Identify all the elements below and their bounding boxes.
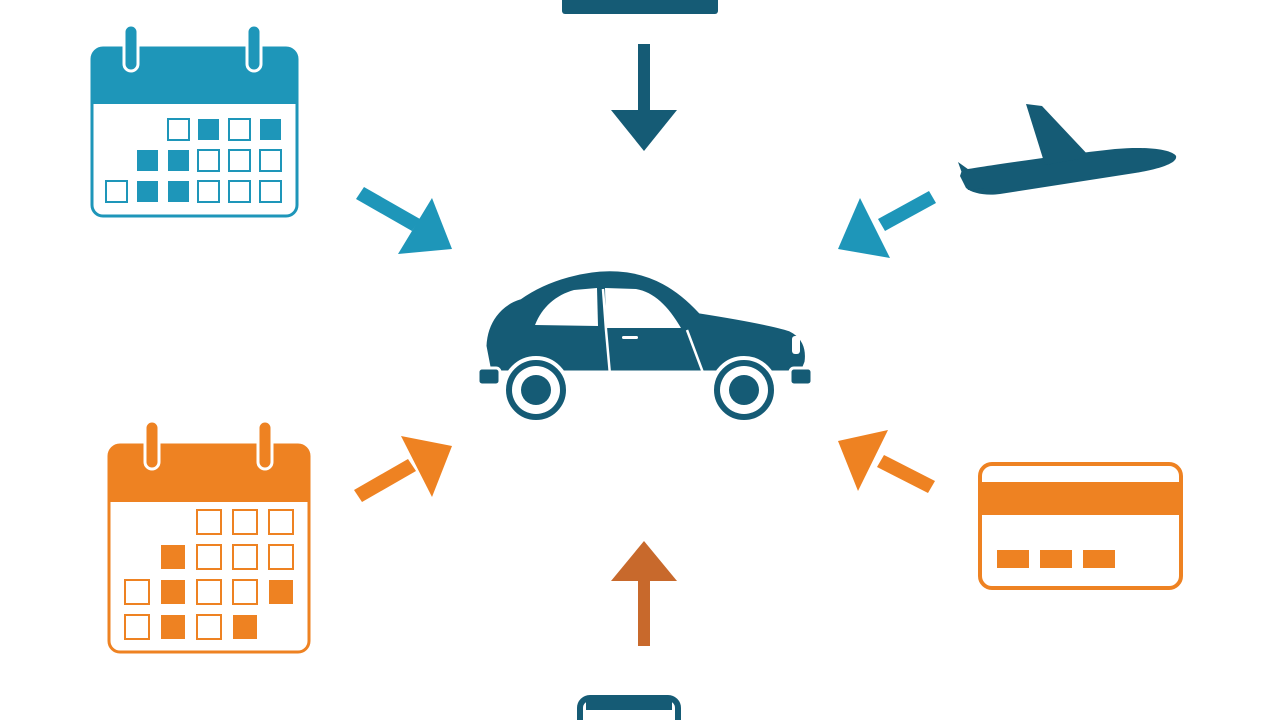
arrow-bottom-left-to-center xyxy=(354,436,452,502)
car-icon xyxy=(476,268,814,424)
calendar-grid xyxy=(105,118,282,203)
calendar-icon xyxy=(107,419,311,654)
airplane-icon xyxy=(958,104,1177,195)
credit-card-icon xyxy=(978,462,1183,590)
arrow-top-to-center xyxy=(611,44,677,151)
calendar-grid xyxy=(124,509,294,640)
document-icon xyxy=(562,0,718,14)
arrow-bottom-right-to-center xyxy=(838,430,935,493)
arrow-top-right-to-center xyxy=(838,191,936,258)
arrow-top-left-to-center xyxy=(356,187,452,254)
calendar-icon xyxy=(90,23,299,218)
device-icon xyxy=(577,695,681,720)
arrow-bottom-to-center xyxy=(611,541,677,646)
